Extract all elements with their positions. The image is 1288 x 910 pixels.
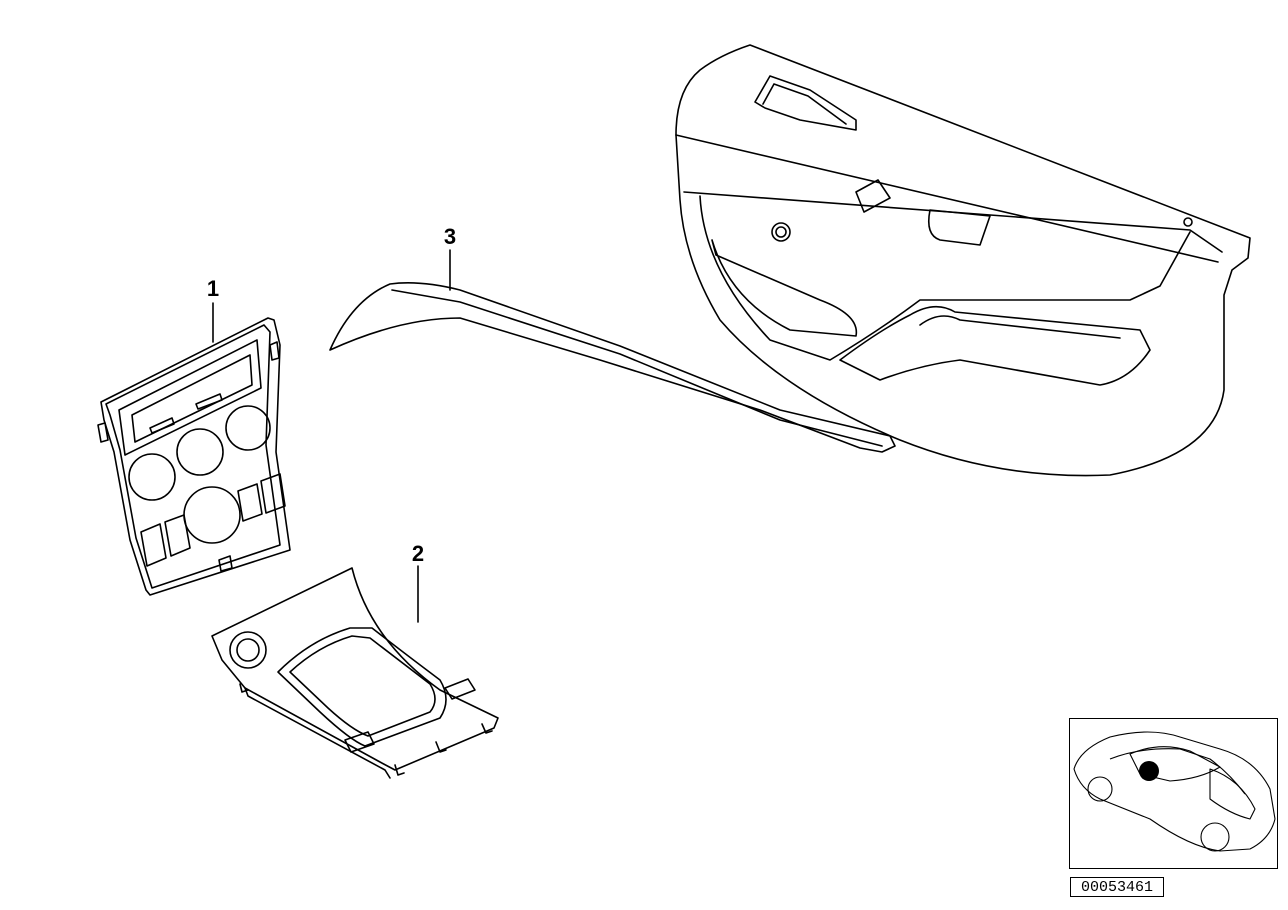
dashboard-trim-strip-icon[interactable]: [329, 282, 896, 453]
shift-surround-trim-icon[interactable]: [211, 567, 499, 779]
door-trim-panel-icon[interactable]: [675, 44, 1251, 477]
callout-2: 2: [412, 541, 424, 566]
center-console-panel-icon[interactable]: [97, 317, 291, 596]
locator-thumbnail: [1069, 718, 1278, 869]
locator-marker: [1139, 761, 1159, 781]
car-locator-icon: [1073, 731, 1276, 852]
callout-1: 1: [207, 276, 219, 301]
callout-3: 3: [444, 224, 456, 249]
reference-number: 00053461: [1070, 877, 1164, 897]
